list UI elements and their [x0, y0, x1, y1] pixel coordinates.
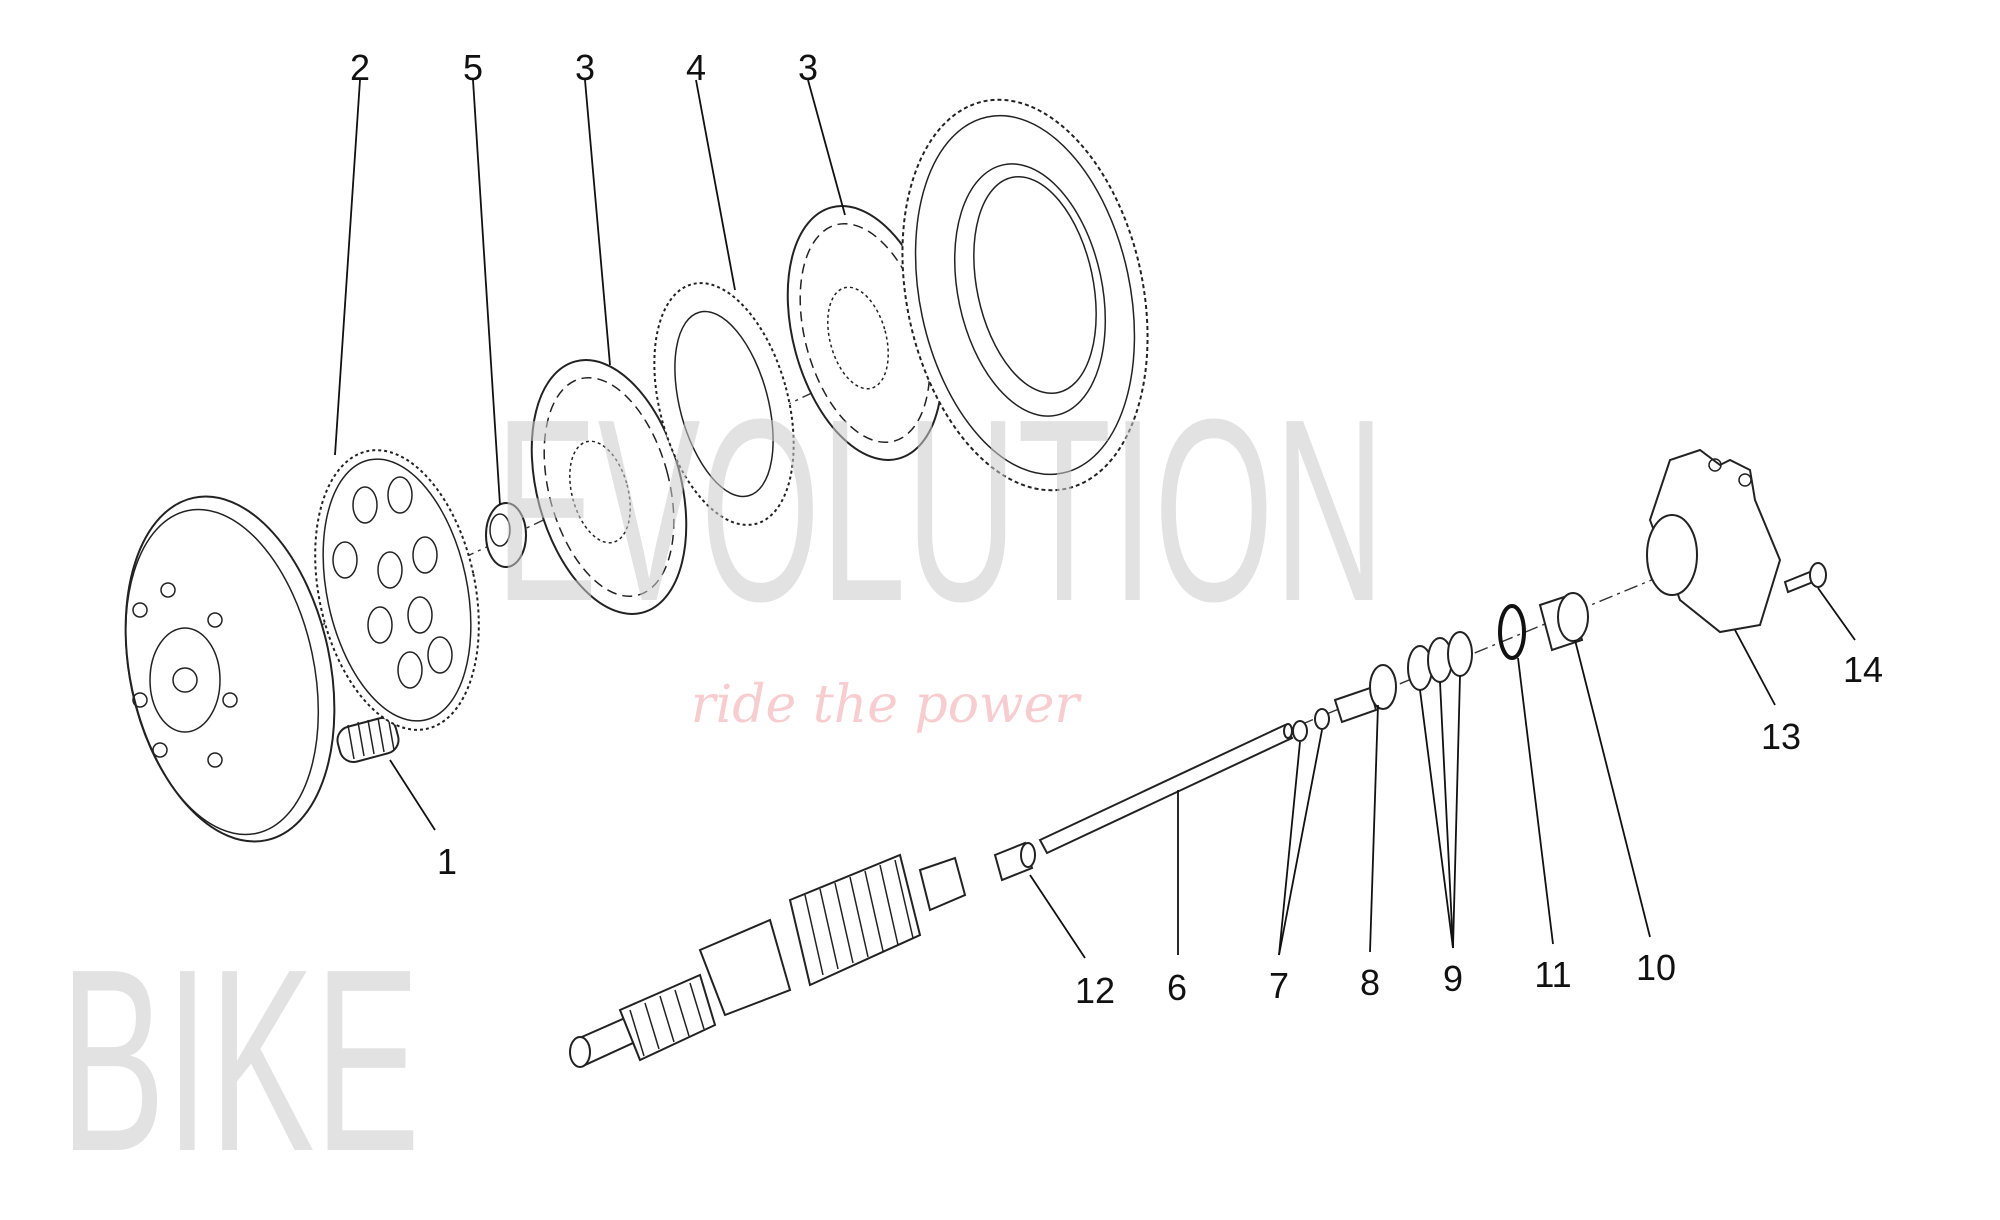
callout-6: 6	[1167, 967, 1187, 1008]
clutch-disc	[530, 359, 688, 615]
callout-3: 3	[798, 47, 818, 88]
callout-8: 8	[1360, 962, 1380, 1003]
push-rod	[1038, 723, 1294, 855]
callout-7: 7	[1269, 965, 1289, 1006]
callout-10: 10	[1636, 947, 1676, 988]
starter-ring-gear	[901, 98, 1149, 492]
callout-2: 2	[350, 47, 370, 88]
pins	[1292, 708, 1330, 742]
watermark-brand-side: BIKE	[60, 916, 420, 1206]
callout-12: 12	[1075, 970, 1115, 1011]
slave-cylinder	[1646, 448, 1782, 634]
bushing	[993, 841, 1036, 882]
hub	[485, 502, 527, 568]
callout-13: 13	[1761, 716, 1801, 757]
intermediate-plate	[653, 282, 795, 526]
leader-lines	[334, 79, 1856, 959]
piston	[1538, 592, 1589, 652]
bleed-screw	[1783, 562, 1827, 594]
callout-5: 5	[463, 47, 483, 88]
watermark-logo: EVOLUTION ride the power BIKE	[60, 366, 1385, 1206]
watermark-tagline: ride the power	[691, 675, 1083, 735]
callout-labels: 2 5 3 4 3 1 12 6 7 8 9 11 10 13 14	[350, 47, 1883, 1011]
callout-14: 14	[1843, 649, 1883, 690]
spring	[336, 715, 400, 764]
clutch-housing-ring-gear	[314, 449, 480, 731]
flywheel	[124, 495, 336, 843]
callout-1: 1	[437, 841, 457, 882]
callout-9: 9	[1443, 958, 1463, 999]
primary-shaft	[569, 853, 967, 1068]
washers	[1407, 631, 1473, 691]
callout-3: 3	[575, 47, 595, 88]
callout-11: 11	[1534, 954, 1571, 995]
thrust-piece	[1333, 664, 1397, 724]
watermark-brand-top: EVOLUTION	[495, 366, 1385, 656]
callout-4: 4	[686, 47, 706, 88]
o-ring	[1498, 604, 1526, 660]
